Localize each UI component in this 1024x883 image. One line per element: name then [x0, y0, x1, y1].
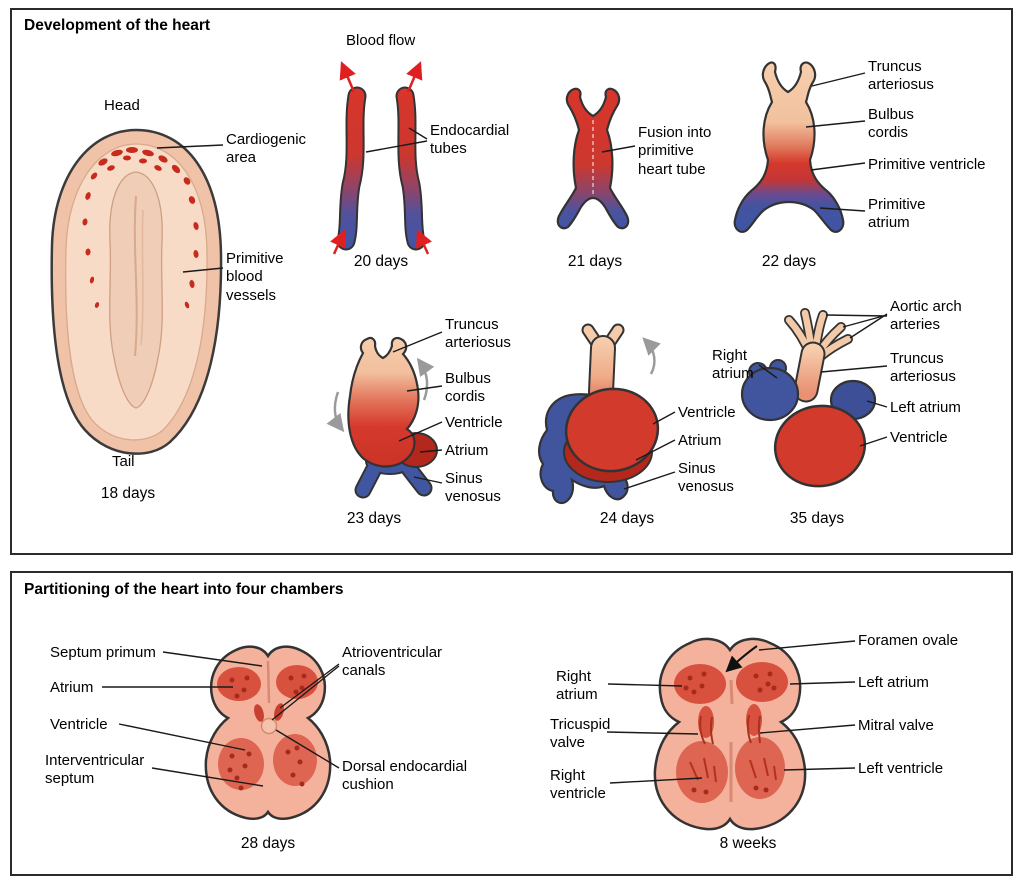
development-panel	[10, 8, 1013, 555]
tricuspid-valve-label: Tricuspid valve	[550, 716, 611, 752]
development-panel-title: Development of the heart	[24, 17, 211, 34]
foramen-ovale-label: Foramen ovale	[858, 632, 959, 649]
day-caption-24: 24 days	[599, 510, 655, 527]
truncus-arteriosus-35-label: Truncus arteriosus	[890, 350, 956, 386]
right-ventricle-label: Right ventricle	[550, 767, 606, 803]
atrium-28-label: Atrium	[50, 679, 94, 696]
truncus-arteriosus-23-label: Truncus arteriosus	[445, 316, 511, 352]
week-caption-8: 8 weeks	[719, 835, 777, 852]
interventricular-septum-label: Interventricular septum	[45, 752, 145, 788]
partitioning-panel-title: Partitioning of the heart into four cham…	[24, 581, 344, 598]
septum-primum-label: Septum primum	[50, 644, 156, 661]
atrium-23-label: Atrium	[445, 442, 489, 459]
primitive-atrium-label: Primitive atrium	[868, 196, 926, 232]
primitive-ventricle-label: Primitive ventricle	[868, 156, 986, 173]
ventricle-28-label: Ventricle	[50, 716, 108, 733]
left-ventricle-label: Left ventricle	[858, 760, 944, 777]
cardiogenic-area-label: Cardiogenic area	[226, 131, 307, 167]
bulbus-cordis-22-label: Bulbus cordis	[868, 106, 914, 142]
ventricle-23-label: Ventricle	[445, 414, 503, 431]
day-caption-23: 23 days	[346, 510, 402, 527]
ventricle-35-label: Ventricle	[890, 429, 948, 446]
dorsal-endocardial-cushion-label: Dorsal endocardial cushion	[342, 758, 468, 794]
tail-label: Tail	[112, 453, 135, 470]
day-caption-35: 35 days	[789, 510, 845, 527]
truncus-arteriosus-22-label: Truncus arteriosus	[868, 58, 934, 94]
day-caption-22: 22 days	[761, 253, 817, 270]
mitral-valve-label: Mitral valve	[858, 717, 934, 734]
atrium-24-label: Atrium	[678, 432, 722, 449]
head-label: Head	[104, 97, 140, 114]
fusion-label: Fusion into primitive heart tube	[638, 124, 712, 178]
blood-flow-label: Blood flow	[346, 32, 416, 49]
day-caption-21: 21 days	[567, 253, 623, 270]
sinus-venosus-24-label: Sinus venosus	[678, 460, 734, 496]
day-caption-20: 20 days	[353, 253, 409, 270]
right-atrium-35-label: Right atrium	[712, 347, 754, 383]
left-atrium-35-label: Left atrium	[890, 399, 961, 416]
atrioventricular-canals-label: Atrioventricular canals	[342, 644, 443, 680]
left-atrium-8w-label: Left atrium	[858, 674, 929, 691]
aortic-arch-arteries-label: Aortic arch arteries	[890, 298, 962, 334]
primitive-blood-vessels-label: Primitive blood vessels	[226, 250, 284, 304]
bulbus-cordis-23-label: Bulbus cordis	[445, 370, 491, 406]
right-atrium-8w-label: Right atrium	[556, 668, 598, 704]
endocardial-tubes-label: Endocardial tubes	[430, 122, 510, 158]
day-caption-18: 18 days	[100, 485, 156, 502]
day-caption-28: 28 days	[240, 835, 296, 852]
ventricle-24-label: Ventricle	[678, 404, 736, 421]
sinus-venosus-23-label: Sinus venosus	[445, 470, 501, 506]
